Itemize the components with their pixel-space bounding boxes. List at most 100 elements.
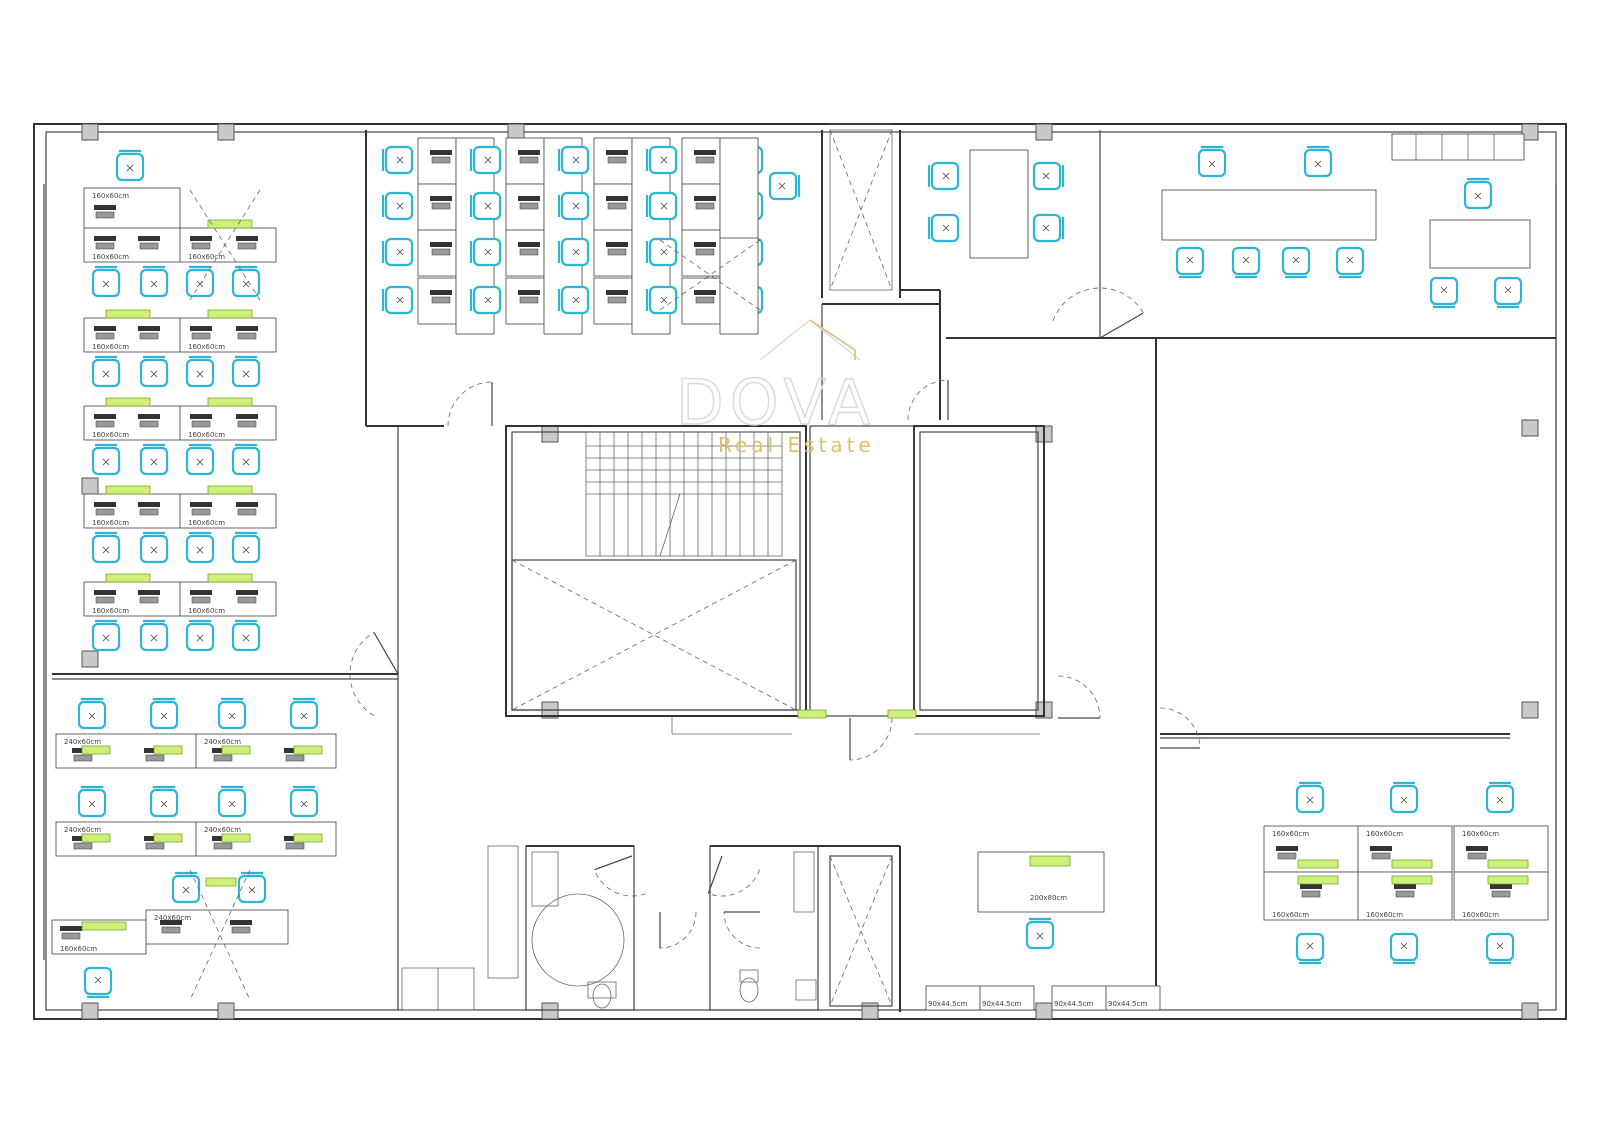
interior-walls — [52, 123, 1556, 1012]
office-chair-icon — [469, 237, 502, 267]
computer-icon — [694, 290, 716, 304]
computer-icon — [1300, 884, 1322, 898]
office-chair-icon — [231, 355, 261, 388]
office-chair-icon — [139, 531, 169, 564]
desk-size-label: 160x60cm — [188, 253, 225, 261]
office-chair-icon — [139, 619, 169, 652]
cabinet-label-3: 90x44.5cm — [1054, 1000, 1093, 1008]
meeting-table — [969, 149, 1029, 259]
office-chair-icon — [149, 697, 179, 730]
power-strip-icon — [105, 573, 151, 583]
office-chair-icon — [927, 161, 960, 191]
computer-icon — [190, 590, 212, 604]
computer-icon — [94, 236, 116, 250]
door-swing-icon — [447, 381, 493, 427]
door-swing-icon — [849, 717, 893, 761]
office-chair-icon — [115, 149, 145, 182]
office-chair-icon — [1032, 161, 1065, 191]
computer-icon — [160, 920, 182, 934]
power-strip-icon — [81, 921, 127, 931]
computer-icon — [518, 242, 540, 256]
door-swing-icon — [1159, 707, 1201, 749]
computer-icon — [190, 414, 212, 428]
computer-icon — [518, 196, 540, 210]
reception-desk-label: 200x80cm — [1030, 894, 1067, 902]
computer-icon — [94, 326, 116, 340]
computer-icon — [1490, 884, 1512, 898]
office-chair-icon — [83, 966, 113, 999]
computer-icon — [518, 150, 540, 164]
computer-icon — [94, 502, 116, 516]
door-swing-icon — [907, 379, 949, 421]
desk-size-label: 160x60cm — [1462, 911, 1499, 919]
computer-icon — [236, 326, 258, 340]
computer-icon — [236, 502, 258, 516]
power-strip-icon — [81, 745, 111, 755]
power-strip-icon — [207, 219, 253, 229]
office-chair-icon — [1463, 177, 1493, 210]
office-chair-icon — [185, 355, 215, 388]
computer-icon — [60, 926, 82, 940]
power-strip-icon — [153, 745, 183, 755]
desk-size-label: 240x60cm — [204, 738, 241, 746]
computer-icon — [230, 920, 252, 934]
power-strip-icon — [207, 397, 253, 407]
computer-icon — [694, 196, 716, 210]
office-chair-icon — [1335, 246, 1365, 279]
office-chair-icon — [381, 145, 414, 175]
office-chair-icon — [1389, 781, 1419, 814]
power-strip-icon — [1487, 875, 1529, 885]
office-chair-icon — [469, 285, 502, 315]
dova-logo: DOVA Real Estate — [675, 319, 875, 457]
doors — [349, 287, 1201, 949]
office-chair-icon — [217, 697, 247, 730]
desk-size-label: 240x60cm — [64, 826, 101, 834]
office-chair-icon — [469, 191, 502, 221]
computer-icon — [430, 290, 452, 304]
office-chair-icon — [231, 443, 261, 476]
desk-icon — [719, 137, 759, 239]
office-chair-icon — [1295, 932, 1325, 965]
desk-size-label: 160x60cm — [1462, 830, 1499, 838]
toilet-icon — [739, 969, 759, 1003]
computer-icon — [94, 205, 116, 219]
office-chair-icon — [91, 619, 121, 652]
desk-size-label: 160x60cm — [60, 945, 97, 953]
door-swing-icon — [659, 911, 697, 949]
door-swing-icon — [349, 632, 399, 716]
office-chair-icon — [91, 443, 121, 476]
office-chair-icon — [139, 265, 169, 298]
desk-size-label: 160x60cm — [92, 431, 129, 439]
power-strip-icon — [1391, 859, 1433, 869]
office-chair-icon — [1032, 213, 1065, 243]
office-chair-icon — [768, 171, 801, 201]
computer-icon — [190, 236, 212, 250]
office-chair-icon — [231, 531, 261, 564]
computer-icon — [190, 502, 212, 516]
computer-icon — [430, 242, 452, 256]
desk-size-label: 240x60cm — [154, 914, 191, 922]
computer-icon — [606, 242, 628, 256]
office-chair-icon — [927, 213, 960, 243]
computer-icon — [430, 150, 452, 164]
office-chair-icon — [289, 697, 319, 730]
door-swing-icon — [594, 855, 646, 897]
power-strip-icon — [205, 877, 237, 887]
power-strip-icon — [1297, 859, 1339, 869]
computer-icon — [606, 290, 628, 304]
power-strip-icon — [293, 833, 323, 843]
office-chair-icon — [231, 619, 261, 652]
logo-tagline: Real Estate — [718, 433, 875, 457]
door-swing-icon — [707, 855, 760, 897]
building-core — [505, 425, 1045, 735]
office-chair-icon — [1295, 781, 1325, 814]
computer-icon — [430, 196, 452, 210]
desk-size-label: 160x60cm — [188, 343, 225, 351]
office-chair-icon — [289, 785, 319, 818]
desk-size-label: 160x60cm — [1272, 830, 1309, 838]
computer-icon — [236, 236, 258, 250]
desk-size-label: 160x60cm — [92, 192, 129, 200]
restrooms — [401, 845, 900, 1011]
computer-icon — [138, 414, 160, 428]
